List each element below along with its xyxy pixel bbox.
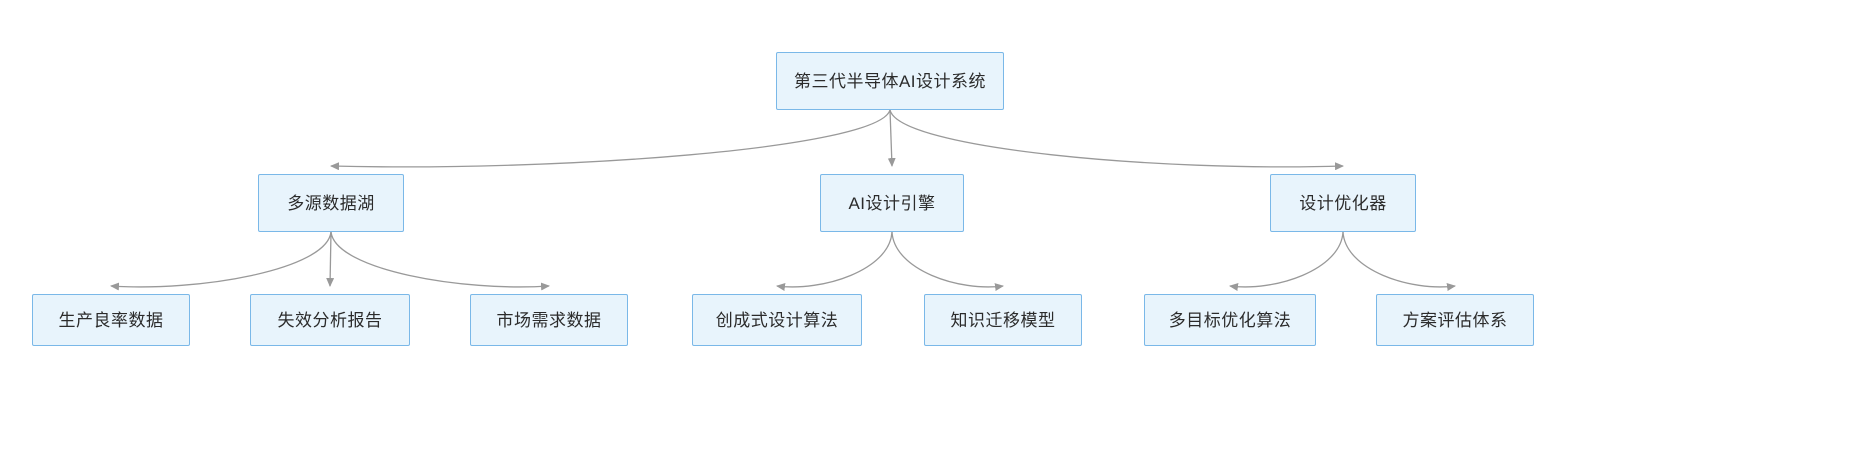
edge-data-lake-to-yield-data (110, 231, 332, 291)
node-label: 创成式设计算法 (715, 310, 839, 330)
node-label: 多目标优化算法 (1168, 310, 1292, 330)
edge-root-to-data-lake (330, 109, 891, 171)
node-label: 生产良率数据 (58, 310, 164, 330)
edge-ai-engine-to-transfer-model (891, 231, 1004, 291)
node-label: 失效分析报告 (277, 310, 383, 330)
node-label: 多源数据湖 (287, 193, 375, 213)
node-label: AI设计引擎 (848, 193, 936, 213)
node-failure-report[interactable]: 失效分析报告 (250, 294, 410, 346)
edge-data-lake-to-failure-report (326, 231, 335, 287)
node-transfer-model[interactable]: 知识迁移模型 (924, 294, 1082, 346)
node-root[interactable]: 第三代半导体AI设计系统 (776, 52, 1004, 110)
edge-optimizer-to-evaluation-system (1342, 231, 1456, 291)
node-label: 市场需求数据 (496, 310, 602, 330)
node-multi-objective[interactable]: 多目标优化算法 (1144, 294, 1316, 346)
edge-optimizer-to-multi-objective (1229, 231, 1344, 291)
edge-root-to-ai-engine (887, 109, 896, 167)
node-generative-design[interactable]: 创成式设计算法 (692, 294, 862, 346)
node-optimizer[interactable]: 设计优化器 (1270, 174, 1416, 232)
node-ai-engine[interactable]: AI设计引擎 (820, 174, 964, 232)
node-market-demand[interactable]: 市场需求数据 (470, 294, 628, 346)
edge-root-to-optimizer (889, 109, 1344, 171)
node-yield-data[interactable]: 生产良率数据 (32, 294, 190, 346)
edge-data-lake-to-market-demand (330, 231, 550, 291)
node-label: 方案评估体系 (1402, 310, 1508, 330)
node-label: 第三代半导体AI设计系统 (793, 71, 987, 91)
node-label: 设计优化器 (1299, 193, 1387, 213)
node-evaluation-system[interactable]: 方案评估体系 (1376, 294, 1534, 346)
edge-ai-engine-to-generative-design (776, 231, 893, 291)
node-label: 知识迁移模型 (950, 310, 1056, 330)
node-data-lake[interactable]: 多源数据湖 (258, 174, 404, 232)
